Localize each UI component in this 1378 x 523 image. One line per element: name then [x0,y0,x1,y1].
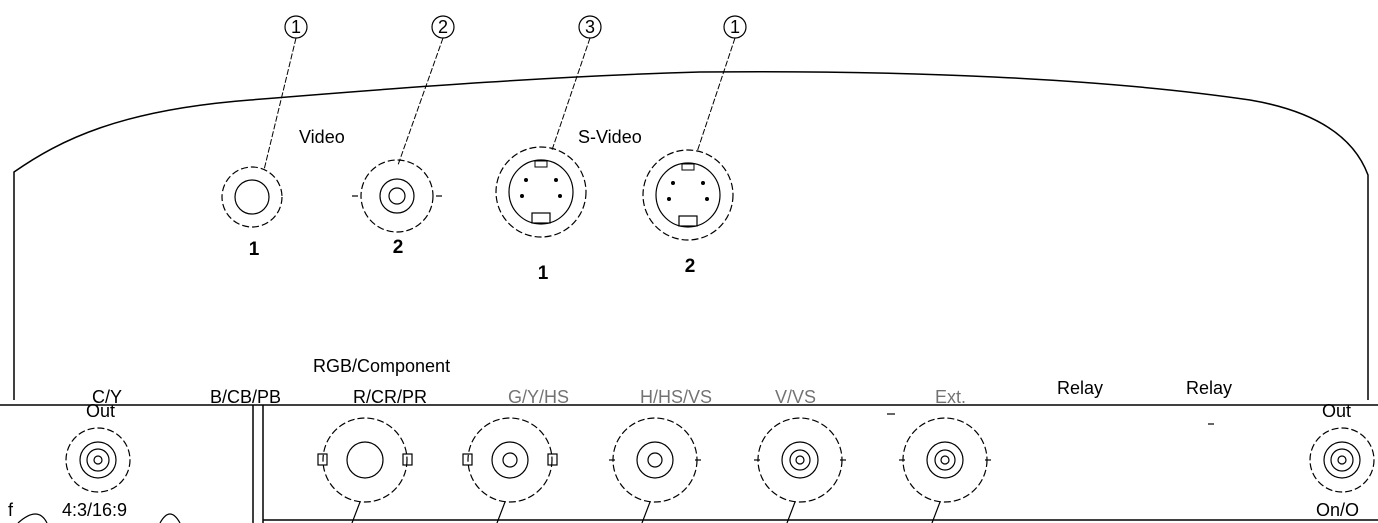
callout-4: 1 [696,15,747,153]
connector-label-h: H/HS/VS [640,387,712,407]
bnc-connector-3 [609,417,701,523]
left-edge-text: f [8,500,14,520]
connector-label-b: B/CB/PB [210,387,281,407]
video-1-number: 1 [249,239,260,260]
svg-text:2: 2 [438,17,448,37]
rgb-component-label: RGB/Component [313,356,450,376]
video-2-number: 2 [393,237,404,258]
connector-label-g: G/Y/HS [508,387,569,407]
svg-text:1: 1 [730,17,740,37]
relay-label-2: Relay [1186,378,1232,398]
video-2-connector [352,159,442,233]
upper-panel-outline [13,70,1369,400]
aspect-curve [159,513,181,523]
cy-out-connector [65,427,131,493]
callout-3: 3 [551,15,602,151]
video-1-connector [221,166,283,228]
relay-label-1: Relay [1057,378,1103,398]
connector-label-v: V/VS [775,387,816,407]
bnc-connector-2 [462,417,558,523]
aspect-label: 4:3/16:9 [62,500,127,520]
bnc-connector-1 [317,417,413,523]
svideo-1-connector [495,146,587,238]
callout-2: 2 [397,15,455,166]
bnc-connector-4 [754,417,846,523]
svideo-label: S-Video [578,127,642,147]
connector-label-r: R/CR/PR [353,387,427,407]
callout-1: 1 [263,15,308,171]
svg-text:3: 3 [585,17,595,37]
svg-text:1: 1 [291,17,301,37]
svideo-1-number: 1 [538,263,549,284]
cy-label: C/Y [92,387,122,407]
bnc-connector-5 [899,417,991,523]
right-out-connector [1309,427,1375,493]
right-out-label: Out [1322,401,1351,421]
left-out-label: Out [86,401,115,421]
connector-label-ext: Ext. [935,387,966,407]
video-label: Video [299,127,345,147]
svideo-2-connector [642,149,734,241]
left-edge-curve [17,513,48,523]
right-onoff-label: On/O [1316,500,1359,520]
svideo-2-number: 2 [685,256,696,277]
